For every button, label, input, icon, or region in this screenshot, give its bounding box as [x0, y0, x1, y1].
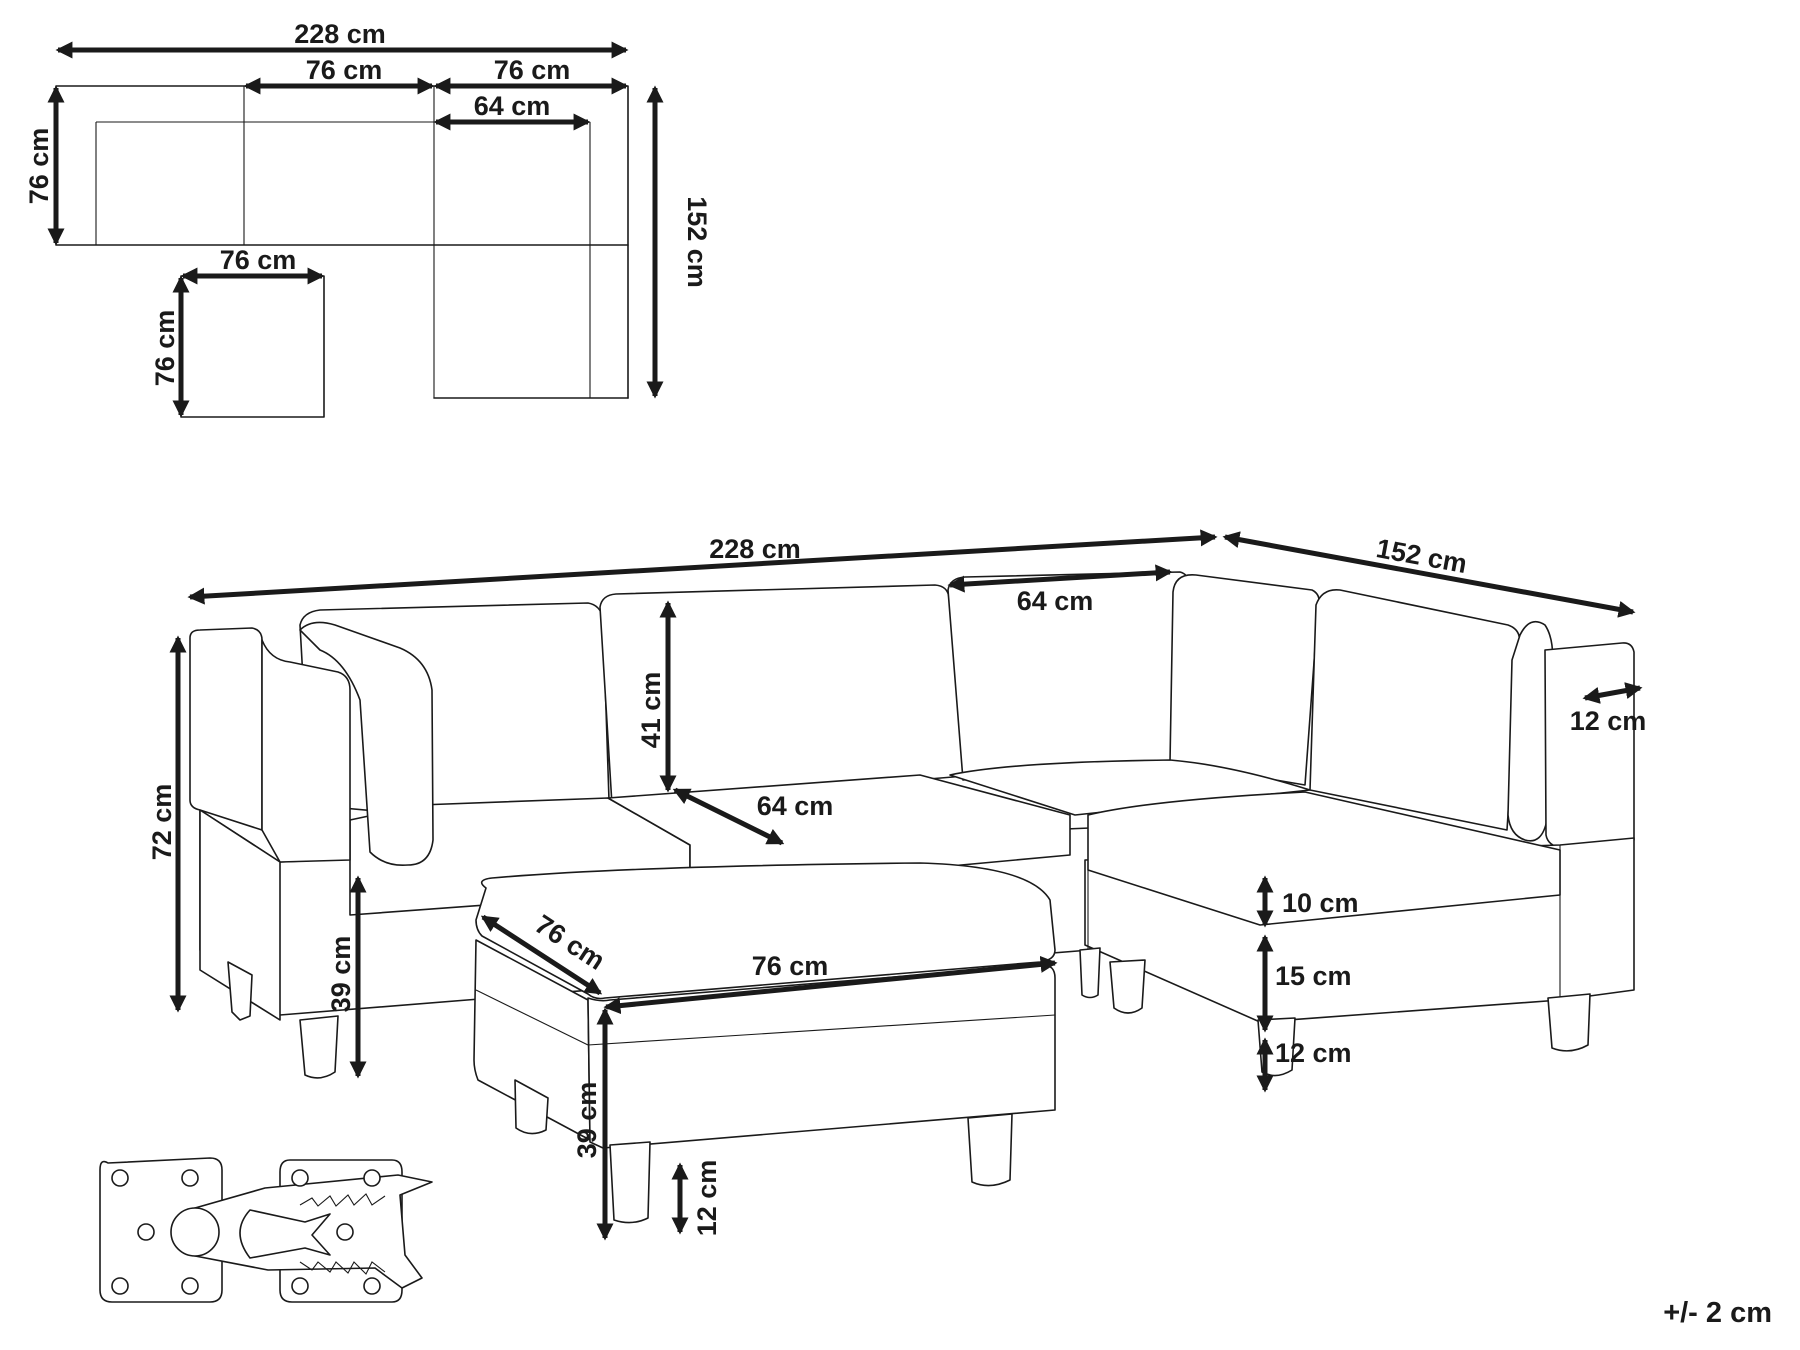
ottoman [473, 862, 1056, 1224]
left-armrest [189, 627, 263, 831]
label-leg-height: 12 cm [1275, 1038, 1352, 1068]
label-ottoman-depth: 76 cm [150, 310, 180, 387]
dim-seat-width-line [947, 564, 1173, 593]
label-base-height: 15 cm [1275, 961, 1352, 991]
label-total-height: 72 cm [147, 784, 177, 861]
connector-bracket-detail [99, 1157, 433, 1303]
leg-corner-front-right [1547, 993, 1591, 1052]
bracket-tongue [239, 1209, 331, 1259]
tolerance-note: +/- 2 cm [1663, 1297, 1772, 1329]
screw-icon [181, 1169, 199, 1187]
screw-icon [291, 1277, 309, 1295]
label-seat-width: 64 cm [1017, 586, 1094, 616]
left-armrest-front [261, 639, 351, 863]
label-total-width: 228 cm [709, 534, 801, 564]
left-armrest-base [199, 809, 281, 1021]
leg-middle [1079, 947, 1101, 999]
leg-corner-back [1109, 959, 1146, 1014]
corner-seat-cushion [1087, 791, 1561, 926]
screw-icon [336, 1223, 354, 1241]
sofa-perspective: 228 cm 152 cm 64 cm 41 cm 64 cm 72 cm 39… [147, 529, 1647, 1241]
bracket-plate-left [99, 1157, 223, 1303]
dim-total-width-line [187, 529, 1218, 605]
dim-ottoman-depth-line [480, 914, 603, 996]
side-pillow-left [299, 621, 434, 867]
bracket-pivot [170, 1207, 220, 1257]
screw-icon [363, 1169, 381, 1187]
screw-icon [363, 1277, 381, 1295]
dim-seat-depth-line [672, 787, 785, 846]
leg-left-front [299, 1015, 339, 1079]
label-ottoman-height: 39 cm [572, 1082, 602, 1159]
label-ottoman-leg-height: 12 cm [692, 1160, 722, 1237]
screw-icon-group [111, 1169, 381, 1295]
screw-icon [111, 1169, 129, 1187]
leg-left-back [227, 961, 253, 1021]
ottoman-leg-front-left [609, 1141, 651, 1224]
screw-icon [111, 1277, 129, 1295]
ottoman-leg-back [514, 1079, 549, 1135]
label-seat-depth: 64 cm [757, 791, 834, 821]
label-seat-width: 76 cm [306, 55, 383, 85]
dim-armrest-width-line [1582, 682, 1643, 704]
screw-icon [137, 1223, 155, 1241]
label-ottoman-width: 76 cm [752, 951, 829, 981]
label-corner-width: 76 cm [494, 55, 571, 85]
dim-ottoman-width-line [603, 955, 1058, 1015]
label-backrest-height: 41 cm [636, 672, 666, 749]
label-section-depth: 76 cm [24, 128, 54, 205]
label-total-depth: 152 cm [682, 196, 712, 288]
label-ottoman-width: 76 cm [220, 245, 297, 275]
seat-cushion-right [949, 759, 1311, 816]
label-cushion-thickness: 10 cm [1282, 888, 1359, 918]
floor-plan: 228 cm 76 cm 76 cm 64 cm 76 cm 152 cm 76… [24, 19, 712, 418]
label-armrest-width: 12 cm [1570, 706, 1647, 736]
label-seat-height: 39 cm [326, 936, 356, 1013]
right-armrest [1544, 642, 1635, 849]
ottoman-outline [180, 275, 325, 418]
sofa-outline [55, 85, 629, 399]
screw-icon [291, 1169, 309, 1187]
corner-back-cushion-side [1309, 588, 1521, 831]
ottoman-leg-front-right [967, 1113, 1013, 1187]
screw-icon [181, 1277, 199, 1295]
label-chaise-seat: 64 cm [474, 91, 551, 121]
label-total-width: 228 cm [294, 19, 386, 49]
corner-back-cushion-front [1169, 574, 1320, 786]
bracket-teeth [299, 1193, 386, 1275]
dim-total-depth-line [1222, 531, 1636, 618]
